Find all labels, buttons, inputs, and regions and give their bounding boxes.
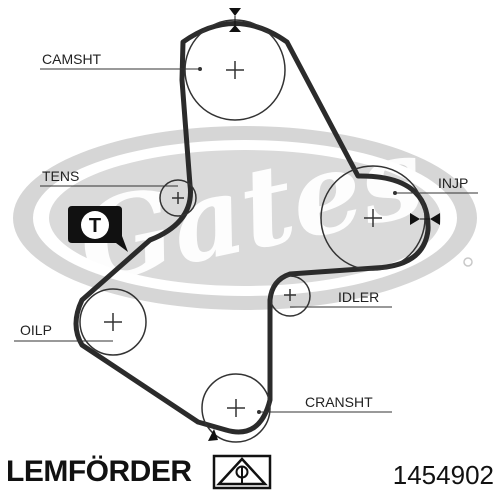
brand-name: LEMFÖRDER <box>6 455 192 488</box>
injection-pump-pulley <box>320 165 426 271</box>
leader-lines <box>14 68 478 413</box>
timing-belt <box>73 21 431 435</box>
timing-mark-injp-icon <box>410 213 440 225</box>
tensioner-pulley <box>159 179 197 217</box>
timing-mark-top-icon <box>229 8 241 32</box>
label-injection-pump: INJP <box>438 175 468 191</box>
lemforder-logo-icon <box>212 454 272 490</box>
label-oil-pump: OILP <box>20 322 52 338</box>
crankshaft-pulley <box>201 373 271 443</box>
tensioner-badge-icon: T <box>68 206 128 252</box>
label-tensioner: TENS <box>42 168 79 184</box>
camshaft-pulley <box>184 19 286 121</box>
tensioner-badge-letter: T <box>89 215 101 237</box>
gates-watermark: Gates <box>13 111 477 310</box>
label-crankshaft: CRANSHT <box>305 394 373 410</box>
label-idler: IDLER <box>338 289 379 305</box>
idler-pulley <box>269 275 311 317</box>
label-camshaft: CAMSHT <box>42 51 102 67</box>
timing-mark-crank-icon <box>208 429 218 441</box>
oil-pump-pulley <box>79 288 147 356</box>
part-number: 1454902 <box>392 460 494 490</box>
